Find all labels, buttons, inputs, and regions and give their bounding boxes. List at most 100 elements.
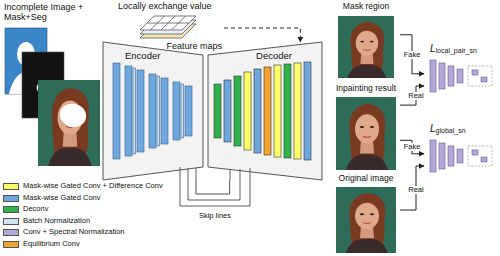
legend-swatch	[3, 183, 19, 190]
batch-norm-layer	[181, 84, 184, 138]
edge-label-holder: Skip lines	[198, 212, 232, 221]
gated-conv-layer	[149, 74, 156, 148]
output-cell	[481, 77, 487, 82]
deconv-layer	[214, 84, 221, 138]
skip-line-brackets	[180, 167, 250, 206]
gated-conv-layer	[304, 62, 311, 160]
legend-text: Deconv	[23, 205, 48, 214]
node-title: Locally exchange value	[118, 1, 212, 11]
skip-line	[180, 167, 250, 206]
feature-map-sheet	[140, 16, 196, 30]
spectral-conv-layer	[457, 69, 463, 83]
decoder-ground	[208, 42, 322, 180]
difference-conv-layer	[294, 63, 301, 159]
output-cell	[472, 150, 478, 155]
skip-line-stub	[196, 168, 197, 180]
input-image-group: Incomplete Image + Mask+Seg	[2, 1, 102, 167]
mask-region-panel: Mask region	[332, 2, 400, 80]
spectral-conv-layer	[448, 146, 454, 166]
edge-label: Fake	[403, 143, 422, 152]
node-title: Incomplete Image + Mask+Seg	[4, 2, 86, 23]
edge-label: Real	[407, 186, 424, 195]
legend-row: Mask-wise Gated Conv + Difference Conv	[3, 181, 163, 192]
output-map	[468, 66, 492, 86]
global-discriminator-icon	[430, 140, 492, 172]
legend-row: Mask-wise Gated Conv	[3, 193, 101, 204]
edge-label: Real	[407, 92, 424, 101]
gated-conv-layer	[113, 63, 120, 159]
node-title: L	[430, 123, 436, 135]
original-image-panel: Original image	[332, 174, 400, 254]
node-subtext: global_sn	[436, 127, 466, 135]
deconv-layer	[234, 76, 241, 146]
spectral-conv-layer	[448, 66, 454, 86]
skip-line	[196, 180, 230, 194]
encoder-ground	[103, 42, 203, 180]
inpainting-result-panel: Inpainting result	[332, 84, 400, 172]
block-outline	[208, 42, 322, 180]
feature-maps: Locally exchange valueFeature maps	[116, 1, 224, 51]
edge-label-holder: Fake	[403, 51, 422, 60]
skip-line	[188, 168, 240, 200]
deconv-layer	[284, 64, 291, 158]
output-cell	[472, 70, 478, 75]
legend-swatch	[3, 218, 19, 225]
spectral-conv-layer	[439, 143, 445, 169]
real-arrow	[400, 166, 424, 210]
legend-swatch	[3, 206, 19, 213]
difference-conv-layer	[274, 65, 281, 157]
batch-norm-layer	[157, 76, 160, 146]
legend-text: Mask-wise Gated Conv	[23, 194, 101, 203]
legend-text: Conv + Spectral Normalization	[23, 228, 125, 237]
global-discriminator: Lglobal_sn	[424, 122, 496, 175]
local-discriminator-icon	[430, 60, 492, 92]
node-title: Decoder	[256, 51, 292, 62]
legend-swatch	[3, 229, 19, 236]
output-map	[468, 146, 492, 166]
legend-row: Conv + Spectral Normalization	[3, 227, 125, 238]
grid-line	[147, 23, 189, 24]
edge-label-holder: Real	[407, 92, 424, 101]
face-photo	[338, 16, 394, 78]
node-title: Mask region	[343, 2, 389, 12]
gated-conv-layer	[224, 80, 231, 142]
gated-conv-layer	[137, 70, 144, 152]
node-title: Inpainting result	[336, 84, 396, 94]
skip-line-stub	[230, 169, 231, 180]
face-photo	[336, 97, 396, 170]
fake-arrow	[400, 140, 424, 153]
trapezoid-outline	[208, 42, 322, 180]
gated-conv-layer	[254, 69, 261, 153]
real-arrow	[400, 86, 424, 105]
decoder-block: Decoder	[208, 42, 322, 180]
legend-text: Mask-wise Gated Conv + Difference Conv	[23, 182, 163, 191]
missing-region	[60, 104, 86, 128]
gated-conv-layer	[185, 86, 192, 136]
node-title: Encoder	[125, 51, 160, 62]
legend-text: Equilibrium Conv	[23, 240, 80, 249]
block-outline	[103, 42, 203, 180]
gated-conv-layer	[125, 66, 132, 156]
mask-region-photo	[338, 16, 394, 78]
gated-conv-layer	[173, 82, 180, 140]
difference-conv-layer	[244, 72, 251, 150]
inpainting-result-photo	[336, 97, 396, 170]
edge-label: Fake	[403, 51, 422, 60]
original-photo	[336, 187, 396, 253]
incomplete-face-photo	[38, 80, 100, 166]
dashed-exchange-arrow	[224, 28, 300, 42]
feature-maps-icon	[140, 16, 196, 38]
edge-label-holder: Fake	[403, 143, 422, 152]
equilibrium-conv-layer	[264, 67, 271, 155]
spectral-conv-layer	[430, 60, 436, 92]
fake-arrow	[400, 35, 424, 74]
legend-swatch	[3, 241, 19, 248]
local-discriminator: Llocal_pair_sn	[424, 42, 496, 95]
decoder-layers	[214, 62, 311, 160]
trapezoid-outline	[103, 42, 203, 180]
